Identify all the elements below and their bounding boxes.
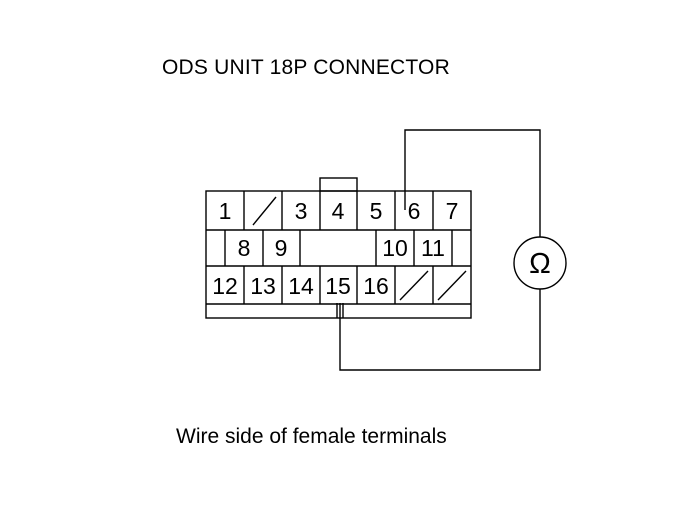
ohmmeter-symbol: Ω bbox=[529, 248, 551, 280]
terminal-label: 11 bbox=[421, 235, 445, 261]
diagram-caption: Wire side of female terminals bbox=[176, 425, 447, 448]
connector-lock-tab bbox=[319, 177, 358, 192]
terminal-label: 10 bbox=[382, 235, 408, 261]
probe-wire-terminal-15 bbox=[339, 289, 541, 371]
terminal-label: 6 bbox=[408, 198, 421, 224]
terminal-label: 13 bbox=[250, 273, 276, 299]
blank-cavity-slash bbox=[399, 270, 429, 301]
terminal-label: 12 bbox=[212, 273, 238, 299]
terminal-label: 1 bbox=[219, 198, 232, 224]
terminal-label: 9 bbox=[275, 235, 288, 261]
terminal-label: 3 bbox=[295, 198, 308, 224]
blank-cavity-slash bbox=[437, 270, 467, 301]
terminal-label: 15 bbox=[325, 273, 351, 299]
blank-cavity-slash bbox=[252, 196, 277, 226]
diagram-title: ODS UNIT 18P CONNECTOR bbox=[162, 56, 450, 79]
terminal-label: 4 bbox=[332, 198, 345, 224]
terminal-label: 5 bbox=[370, 198, 383, 224]
connector-housing bbox=[205, 190, 472, 319]
terminal-label: 7 bbox=[446, 198, 459, 224]
terminal-label: 8 bbox=[238, 235, 251, 261]
ohmmeter-circle bbox=[513, 236, 567, 290]
terminal-label: 14 bbox=[288, 273, 314, 299]
terminal-label: 16 bbox=[363, 273, 389, 299]
probe-wire-terminal-6 bbox=[404, 129, 541, 237]
